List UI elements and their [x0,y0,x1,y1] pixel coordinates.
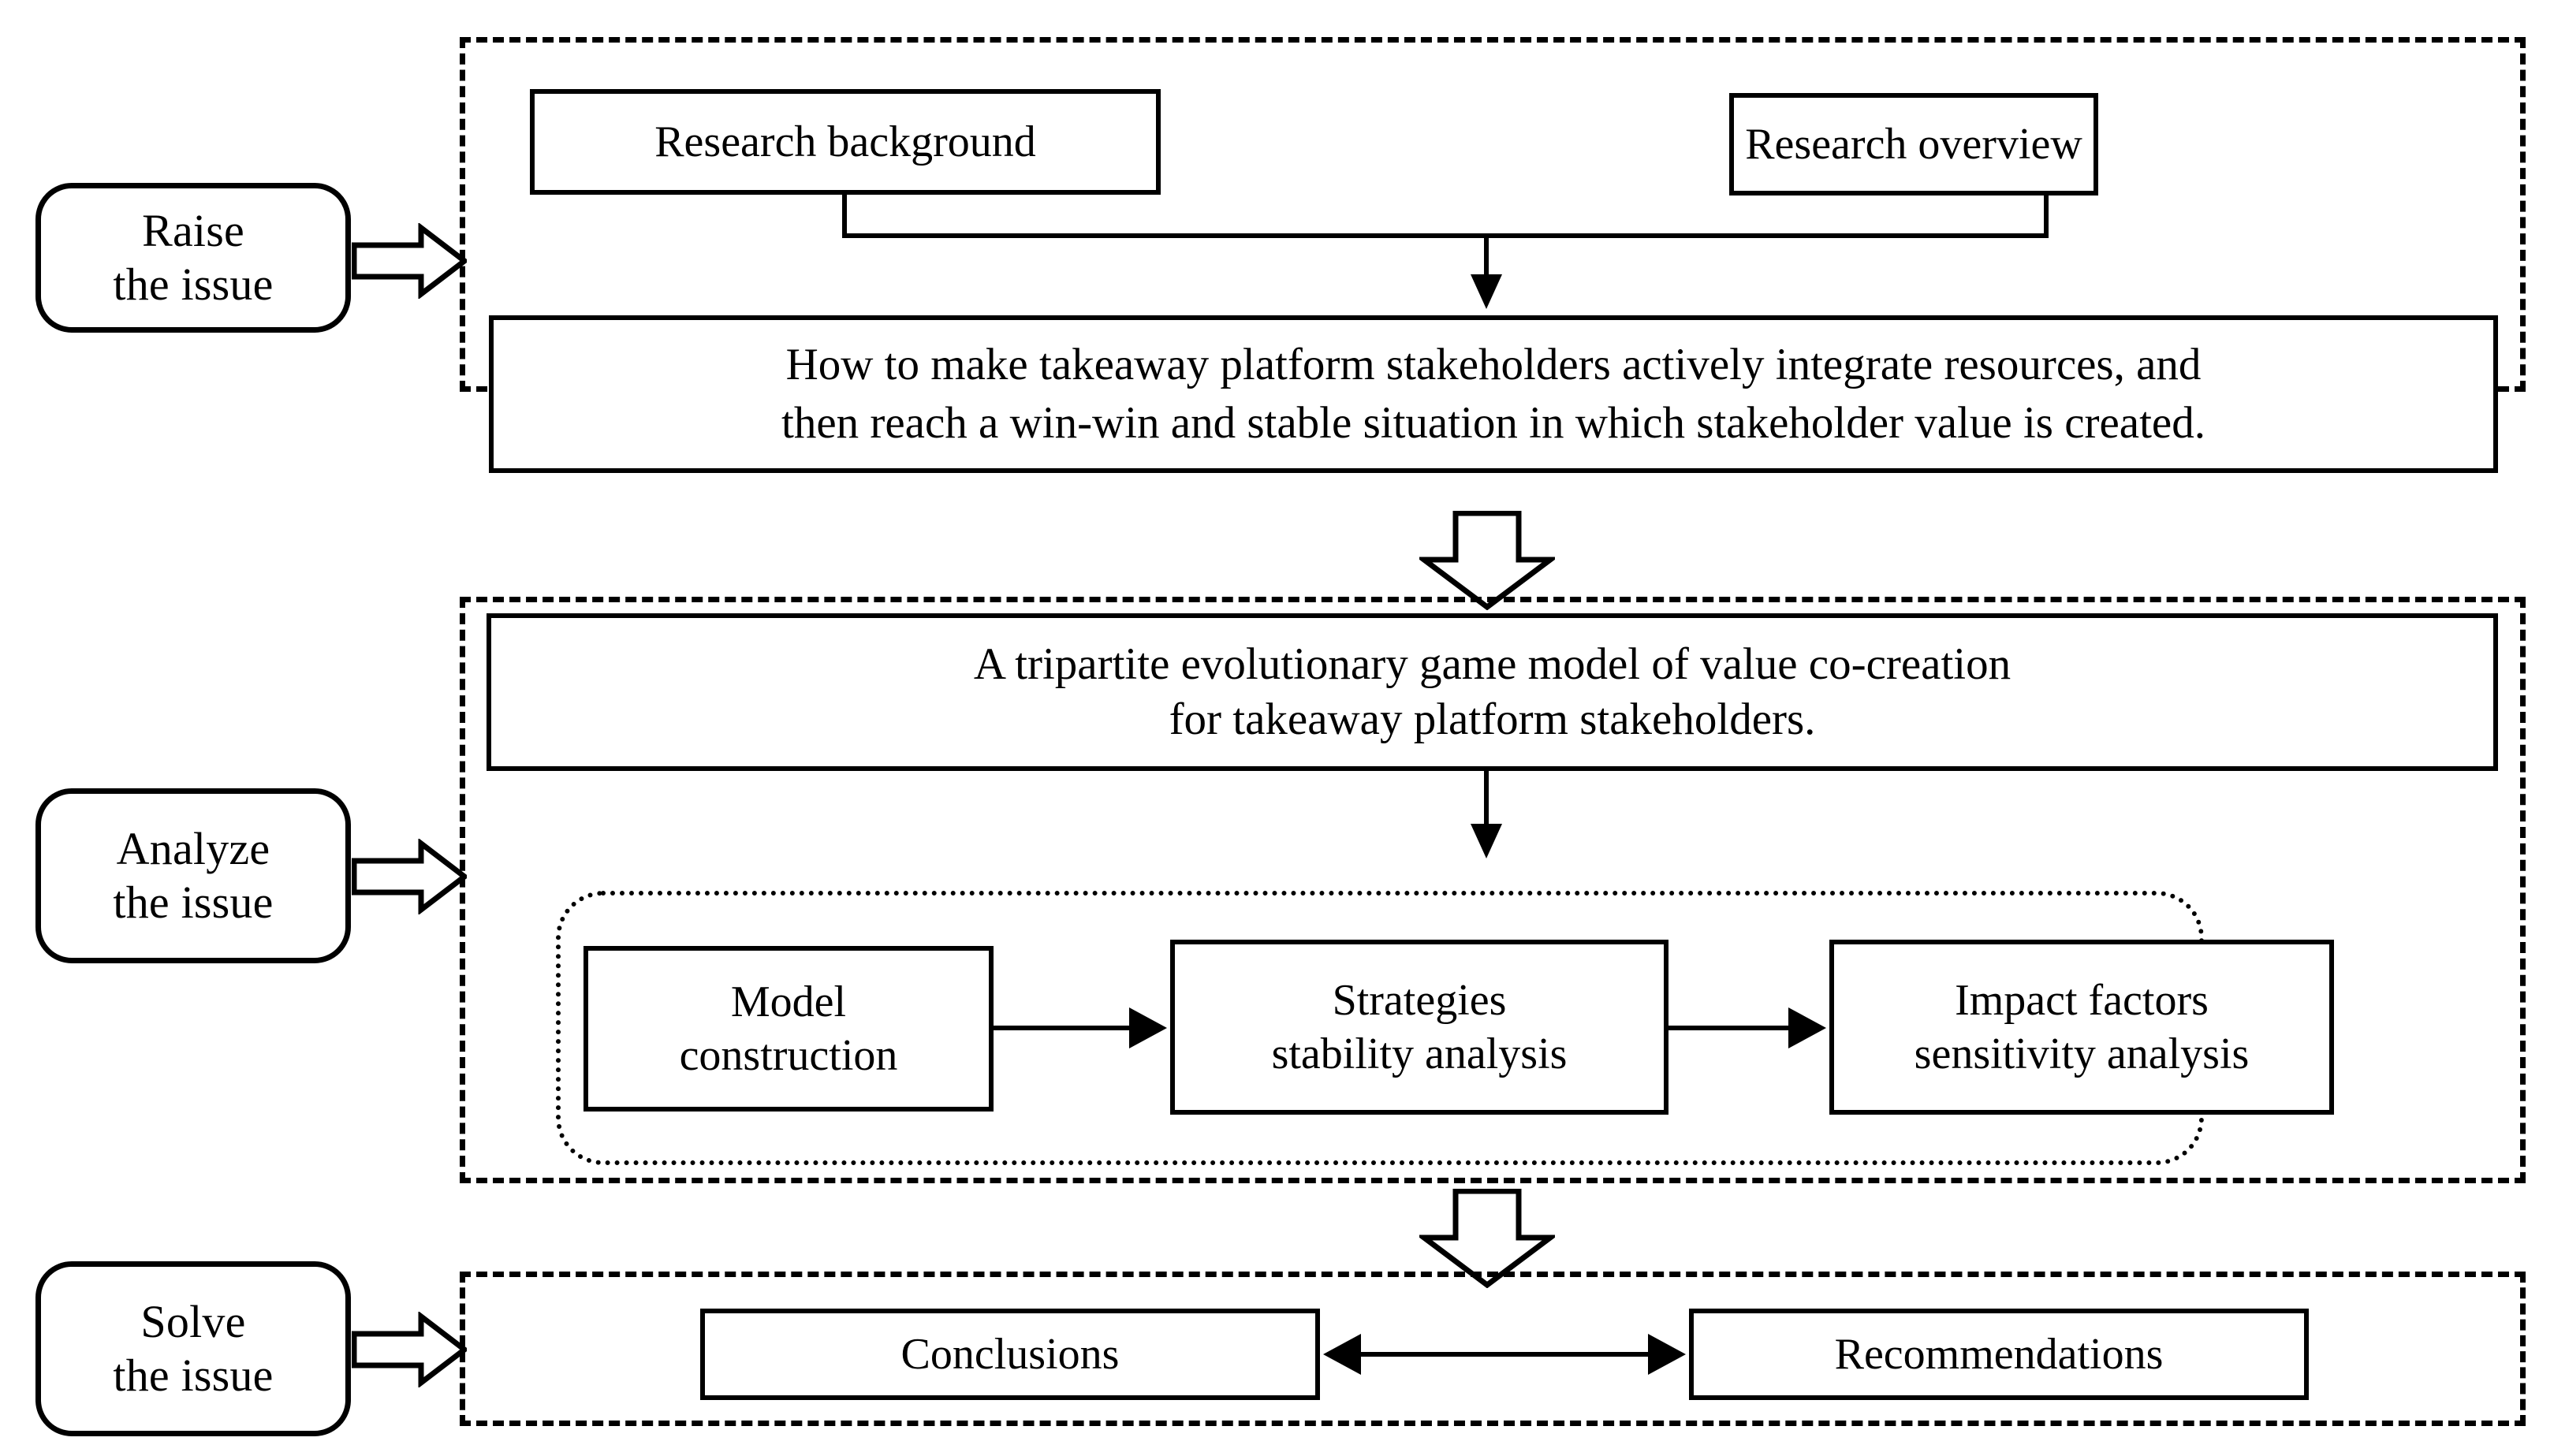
arrow-right-to-impact-icon [1788,1007,1826,1048]
node-problem-statement[interactable]: How to make takeaway platform stakeholde… [489,315,2498,473]
node-conclusions-label: Conclusions [900,1329,1120,1379]
block-arrow-raise-to-analyze [1419,511,1555,610]
connector-merge-bar [842,233,2049,238]
phase-pill-raise[interactable]: Raise the issue [35,183,351,333]
node-game-model-label: A tripartite evolutionary game model of … [973,639,2012,744]
phase-container-solve [460,1272,2526,1426]
node-strategies-stability-label: Strategies stability analysis [1271,975,1568,1078]
node-research-overview[interactable]: Research overview [1729,93,2098,195]
arrow-right-to-recommendations-icon [1648,1334,1686,1375]
node-impact-factors[interactable]: Impact factors sensitivity analysis [1829,940,2334,1115]
node-recommendations-label: Recommendations [1834,1329,2164,1379]
phase-pill-analyze[interactable]: Analyze the issue [35,788,351,963]
connector-construction-to-strategies [992,1026,1135,1030]
node-research-background-label: Research background [654,117,1036,166]
node-research-background[interactable]: Research background [530,89,1161,195]
connector-conclusions-recommendations [1358,1352,1651,1357]
phase-pill-solve-label: Solve the issue [113,1295,274,1401]
connector-overview-stub [2044,194,2049,237]
node-model-construction-label: Model construction [679,977,898,1080]
node-model-construction[interactable]: Model construction [584,946,994,1112]
connector-merge-drop [1484,233,1489,281]
node-game-model[interactable]: A tripartite evolutionary game model of … [487,613,2498,771]
phase-pill-raise-label: Raise the issue [113,204,274,310]
block-arrow-analyze-to-solve [1419,1189,1555,1288]
node-conclusions[interactable]: Conclusions [700,1309,1320,1400]
block-arrow-raise-to-container [352,223,467,299]
node-impact-factors-label: Impact factors sensitivity analysis [1914,975,2250,1078]
node-strategies-stability[interactable]: Strategies stability analysis [1170,940,1668,1115]
arrow-left-to-conclusions-icon [1323,1334,1361,1375]
arrow-down-to-analysis-icon [1471,824,1502,858]
arrow-right-to-strategies-icon [1129,1007,1167,1048]
connector-model-to-analysis-line [1484,770,1489,832]
phase-pill-solve[interactable]: Solve the issue [35,1261,351,1436]
node-problem-statement-label: How to make takeaway platform stakeholde… [781,339,2205,448]
connector-background-stub [842,193,847,237]
phase-pill-analyze-label: Analyze the issue [113,822,274,928]
node-research-overview-label: Research overview [1745,119,2082,169]
phase-container-analyze [460,597,2526,1183]
block-arrow-solve-to-container [352,1312,467,1387]
node-recommendations[interactable]: Recommendations [1689,1309,2309,1400]
arrow-down-to-problem-icon [1471,274,1502,309]
block-arrow-analyze-to-container [352,839,467,914]
connector-strategies-to-impact [1667,1026,1795,1030]
